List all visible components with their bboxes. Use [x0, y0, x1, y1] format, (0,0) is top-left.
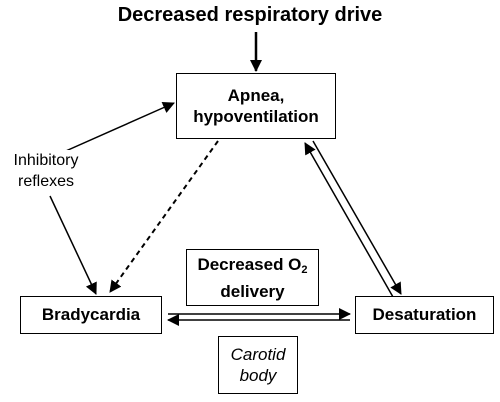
- node-apnea-hypoventilation: Apnea, hypoventilation: [176, 73, 336, 139]
- node-carotid-line1: Carotid: [230, 345, 286, 364]
- arrow-desaturation-to-apnea: [304, 142, 394, 298]
- node-carotid-line2: body: [239, 366, 277, 385]
- node-bradycardia: Bradycardia: [20, 296, 162, 334]
- edge-label-inhibitory-reflexes: Inhibitory reflexes: [0, 150, 92, 192]
- arrow-reflex-to-bradycardia: [49, 195, 97, 295]
- node-o2-subscript: 2: [301, 263, 308, 276]
- node-bradycardia-label: Bradycardia: [41, 305, 141, 324]
- node-apnea-line2: hypoventilation: [193, 107, 319, 126]
- node-desaturation: Desaturation: [355, 296, 494, 334]
- node-apnea-line1: Apnea,: [227, 86, 285, 105]
- diagram-title: Decreased respiratory drive: [117, 4, 383, 26]
- node-o2-line2: delivery: [220, 281, 285, 301]
- arrow-reflex-to-apnea: [49, 101, 175, 159]
- node-o2-line1-text: Decreased O: [197, 254, 302, 274]
- node-carotid-body: Carotid body: [218, 336, 298, 394]
- arrow-apnea-to-desaturation: [312, 140, 402, 295]
- node-desaturation-label: Desaturation: [372, 305, 477, 324]
- arrow-apnea-to-bradycardia-dashed: [109, 140, 219, 293]
- node-o2-line1: Decreased O2: [197, 254, 307, 281]
- node-decreased-o2-delivery: Decreased O2 delivery: [186, 249, 319, 306]
